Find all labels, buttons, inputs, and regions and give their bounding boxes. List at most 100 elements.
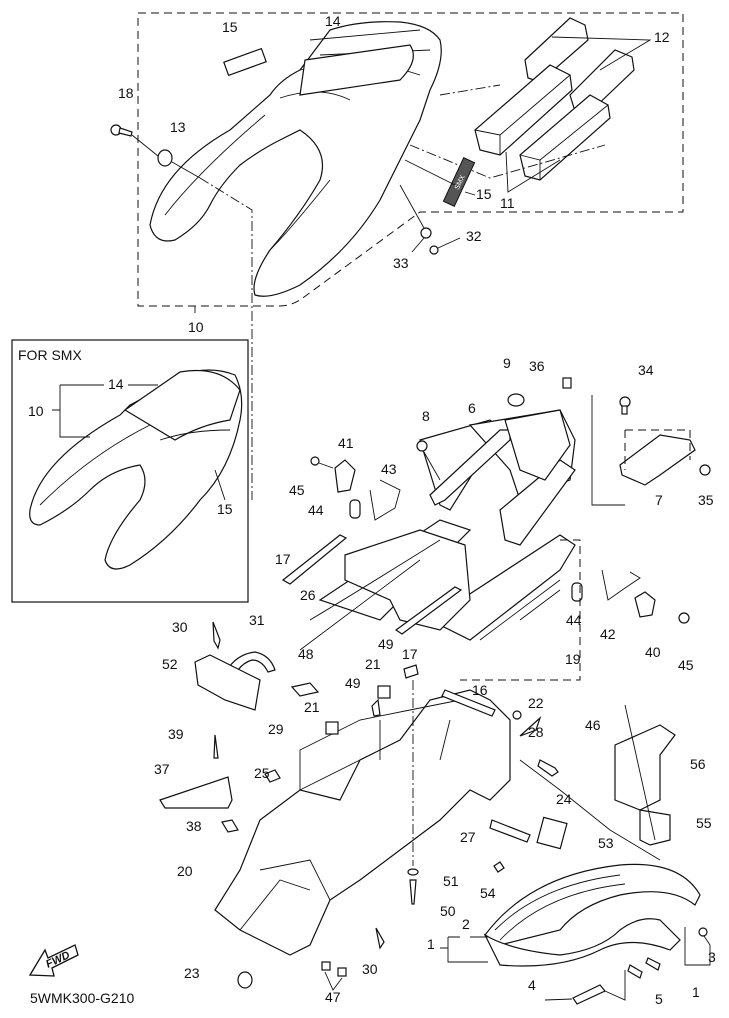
bracket-part-7 [619,434,696,486]
bar-part-16 [441,689,496,717]
bar-part-17a [281,534,348,585]
callout-15-smx: 15 [217,501,233,517]
callout-49: 49 [378,636,394,652]
bolt-part-24 [537,759,559,777]
group-box-seat-cowl [137,12,684,307]
clip-part-47b [337,967,347,977]
callout-25: 25 [254,765,270,781]
callout-18: 18 [118,85,134,101]
callout-31: 31 [249,612,265,628]
callout-17: 17 [275,551,291,567]
callout-15: 15 [222,19,238,35]
bracket-part-6 [429,429,511,506]
callout-54: 54 [480,885,496,901]
callout-45: 45 [289,482,305,498]
clip-part-25 [264,769,281,783]
callout-48: 48 [298,646,314,662]
callout-21: 21 [365,656,381,672]
collar-part-13 [157,149,173,167]
callout-10: 10 [188,319,204,335]
callout-29: 29 [268,721,284,737]
callout-36: 36 [529,358,545,374]
clip-part-38 [221,819,239,833]
callout-16: 16 [472,682,488,698]
callout-22: 22 [528,695,544,711]
screw-part-3 [698,927,708,937]
callout-28: 28 [528,724,544,740]
rivet-part-30b [375,927,385,950]
rivet-part-39 [213,734,219,759]
bolt-part-5b [645,957,661,971]
callout-12: 12 [654,29,670,45]
callout-13: 13 [170,119,186,135]
rear-fender-tray-part-20 [214,689,511,956]
pad-parts [474,17,635,181]
callout-14-smx: 14 [108,376,124,392]
callout-46: 46 [585,717,601,733]
callout-35: 35 [698,492,714,508]
callout-27: 27 [460,829,476,845]
callout-52: 52 [162,656,178,672]
callout-34: 34 [638,362,654,378]
bar-part-17b [394,586,463,635]
callout-20: 20 [177,863,193,879]
diagram-code: 5WMK300-G210 [30,990,135,1006]
nut-part-54 [493,861,505,873]
reflector-part-53 [536,816,568,850]
pad-part-48 [290,682,320,697]
callout-47: 47 [325,989,341,1005]
callout-45b: 45 [678,657,694,673]
callout-55: 55 [696,815,712,831]
grommet-part-23 [237,971,253,989]
flap-part-56 [614,724,676,811]
callout-41: 41 [338,435,354,451]
clip-part-49a [371,698,381,717]
inset-title: FOR SMX [18,347,82,363]
callout-40: 40 [645,644,661,660]
smx-seat-cowl-part [29,369,243,570]
bracket-part-52 [194,654,261,711]
callout-53: 53 [598,835,614,851]
callout-5: 5 [655,991,663,1007]
bracket-part-4 [572,984,606,1005]
callout-37: 37 [154,761,170,777]
callout-51: 51 [443,873,459,889]
callout-23: 23 [184,965,200,981]
grab-handle-part-31 [219,651,276,691]
bolt-part-18 [110,124,133,137]
callout-3: 3 [708,949,716,965]
nut-part-22 [512,710,522,720]
inset-box-smx [11,339,249,603]
callout-49b: 49 [345,675,361,691]
right-bracket-parts [571,569,690,624]
callout-14: 14 [325,13,341,29]
callout-17b: 17 [402,646,418,662]
callout-1: 1 [427,936,435,952]
callout-2: 2 [462,916,470,932]
callout-19: 19 [565,651,581,667]
left-bracket-parts [310,456,401,521]
rivet-part-50 [409,879,417,905]
seat-cowl-part [149,21,442,297]
pad-part-21a [325,721,339,735]
callout-10-smx: 10 [28,403,44,419]
callout-9: 9 [503,355,511,371]
pad-part-21b [377,685,391,699]
callout-11: 11 [500,195,515,211]
clip-part-47a [321,961,331,971]
callout-33: 33 [393,255,409,271]
rivet-part-30a [212,621,221,650]
flap-part-55 [639,809,671,846]
clip-part-49b [403,664,419,679]
strap-part-37 [159,776,233,809]
callout-56: 56 [690,756,706,772]
callout-38: 38 [186,818,202,834]
callout-30b: 30 [362,961,378,977]
callout-44: 44 [308,502,324,518]
callout-21b: 21 [304,699,320,715]
callout-7: 7 [655,492,663,508]
fwd-arrow-icon: FWD [28,944,79,977]
callout-39: 39 [168,726,184,742]
callout-1b: 1 [692,984,700,1000]
